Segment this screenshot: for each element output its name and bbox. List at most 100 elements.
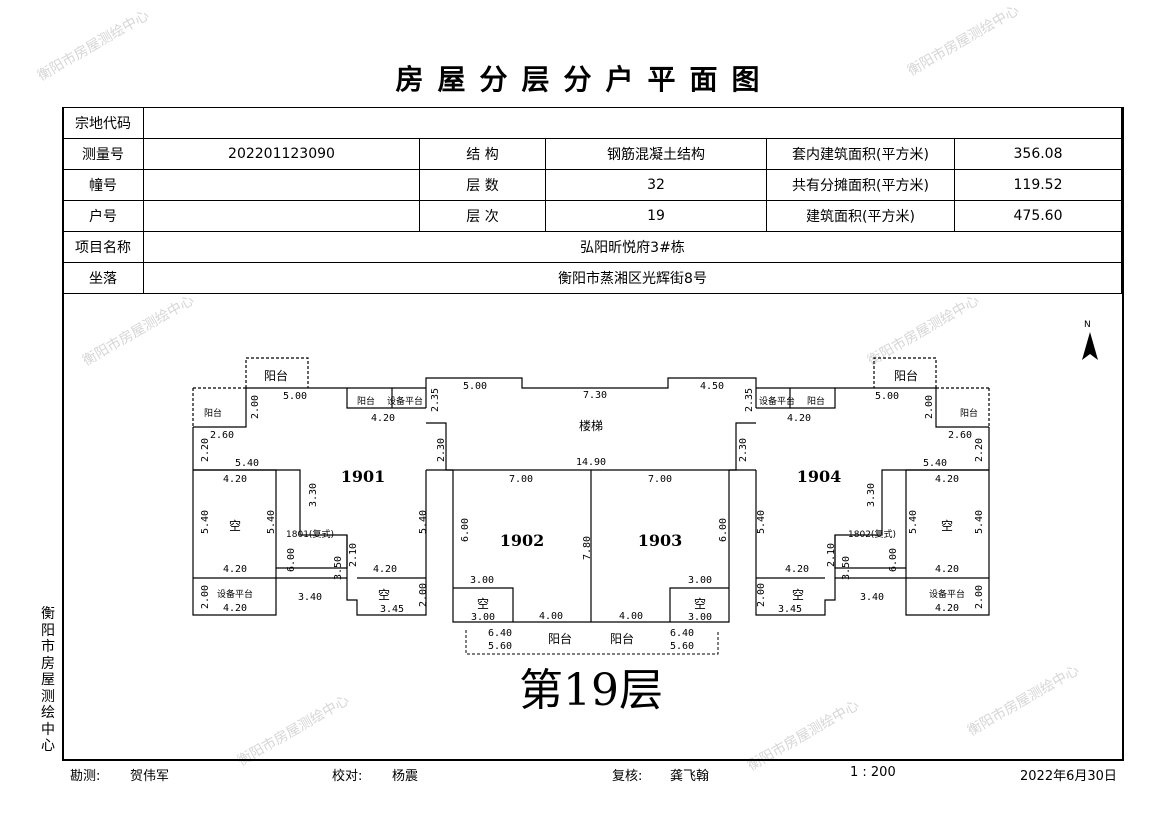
dimension-label: 4.20 — [787, 413, 811, 424]
dimension-label: 2.00 — [756, 583, 767, 607]
dimension-label: 3.30 — [866, 483, 877, 507]
dimension-label: 7.80 — [582, 536, 593, 560]
dimension-label: 4.20 — [371, 413, 395, 424]
floor-value: 19 — [545, 200, 767, 232]
dimension-label: 4.20 — [935, 564, 959, 575]
dimension-label: 7.00 — [509, 474, 533, 485]
info-table: 宗地代码 测量号 202201123090 结 构 钢筋混凝土结构 套内建筑面积… — [62, 107, 1122, 294]
north-arrow-icon: N — [1082, 320, 1098, 360]
dimension-label: 3.00 — [688, 612, 712, 623]
dimension-label: 3.40 — [298, 592, 322, 603]
dimension-label: 4.50 — [700, 381, 724, 392]
floors-value: 32 — [545, 169, 767, 201]
left-wing-walls — [192, 387, 427, 616]
dimension-label: 2.00 — [250, 395, 261, 419]
unit-label: 1902 — [500, 531, 545, 550]
room-label: 空 — [229, 519, 241, 533]
room-label: 空 — [378, 588, 390, 602]
dimension-label: 3.45 — [778, 604, 802, 615]
room-label: 阳台 — [610, 631, 634, 646]
dimension-label: 4.20 — [373, 564, 397, 575]
dimension-label: 6.40 — [670, 628, 694, 639]
land-code-label: 宗地代码 — [62, 107, 144, 139]
room-label: 阳台 — [264, 368, 288, 383]
dimension-label: 6.00 — [460, 518, 471, 542]
dimension-label: 4.20 — [223, 603, 247, 614]
room-label: 空 — [694, 597, 706, 611]
core-walls — [425, 377, 757, 623]
dimension-label: 2.00 — [200, 585, 211, 609]
side-org-text: 衡阳市房屋测绘中心 — [41, 606, 55, 754]
dimension-label: 2.20 — [974, 438, 985, 462]
room-label: 设备平台 — [929, 588, 965, 600]
shared-area-value: 119.52 — [954, 169, 1122, 201]
dimension-label: 6.40 — [488, 628, 512, 639]
dimension-label: 3.45 — [380, 604, 404, 615]
room-label: 空 — [941, 519, 953, 533]
dimension-label: 2.60 — [210, 430, 234, 441]
dimension-label: 7.30 — [583, 390, 607, 401]
unit-label: 1901 — [341, 467, 386, 486]
dimension-label: 4.00 — [619, 611, 643, 622]
dimension-label: 2.35 — [430, 388, 441, 412]
dimension-label: 2.30 — [436, 438, 447, 462]
location-value: 衡阳市蒸湘区光辉街8号 — [143, 262, 1122, 294]
dimension-label: 5.40 — [756, 510, 767, 534]
room-label: 设备平台 — [217, 588, 253, 600]
room-label: 阳台 — [894, 368, 918, 383]
reviewer-label: 复核: — [612, 769, 643, 784]
dimension-label: 5.40 — [908, 510, 919, 534]
north-label: N — [1084, 320, 1091, 330]
dimension-label: 2.00 — [418, 583, 429, 607]
table-row: 幢号 层 数 32 共有分摊面积(平方米) 119.52 — [62, 169, 1122, 201]
room-label: 设备平台 — [759, 395, 795, 407]
dimension-label: 5.60 — [670, 641, 694, 652]
room-label: 阳台 — [357, 395, 375, 407]
dimension-label: 5.40 — [200, 510, 211, 534]
dimension-label: 5.40 — [266, 510, 277, 534]
left-balconies — [192, 357, 309, 427]
dimension-label: 3.50 — [841, 556, 852, 580]
surveyor-name: 贺伟军 — [130, 769, 170, 784]
room-label: 阳台 — [960, 407, 978, 419]
dimension-label: 2.20 — [200, 438, 211, 462]
scale: 1 : 200 — [850, 765, 896, 780]
dimension-label: 2.30 — [738, 438, 749, 462]
unit-label: 1904 — [797, 467, 842, 486]
location-label: 坐落 — [62, 262, 144, 294]
page-title: 房屋分层分户平面图 — [395, 63, 774, 96]
total-area-label: 建筑面积(平方米) — [766, 200, 955, 232]
dimension-label: 2.00 — [974, 585, 985, 609]
dimension-label: 5.40 — [418, 510, 429, 534]
dimension-label: 14.90 — [576, 457, 606, 468]
room-label: 阳台 — [548, 631, 572, 646]
dimension-label: 5.40 — [235, 458, 259, 469]
dimension-label: 5.40 — [974, 510, 985, 534]
dimension-label: 4.20 — [785, 564, 809, 575]
dimension-label: 2.35 — [744, 388, 755, 412]
table-row: 测量号 202201123090 结 构 钢筋混凝土结构 套内建筑面积(平方米)… — [62, 138, 1122, 170]
room-label: 1802(复式) — [848, 528, 896, 540]
reviewer-name: 龚飞翰 — [670, 769, 710, 784]
date: 2022年6月30日 — [1020, 769, 1117, 784]
room-label: 设备平台 — [387, 395, 423, 407]
floor-title: 第19层 — [519, 665, 663, 716]
checker-label: 校对: — [332, 769, 363, 784]
dimension-label: 4.20 — [935, 474, 959, 485]
dimension-label: 3.40 — [860, 592, 884, 603]
room-label: 楼梯 — [579, 418, 603, 433]
dimension-label: 2.00 — [924, 395, 935, 419]
unit-label: 1903 — [638, 531, 683, 550]
dimension-label: 4.00 — [539, 611, 563, 622]
dimension-label: 6.00 — [286, 548, 297, 572]
dimension-label: 4.20 — [935, 603, 959, 614]
room-label: 阳台 — [807, 395, 825, 407]
dimension-label: 5.60 — [488, 641, 512, 652]
dimension-label: 3.50 — [333, 556, 344, 580]
dimension-label: 4.20 — [223, 564, 247, 575]
total-area-value: 475.60 — [954, 200, 1122, 232]
room-label: 空 — [477, 597, 489, 611]
room-label: 阳台 — [204, 407, 222, 419]
